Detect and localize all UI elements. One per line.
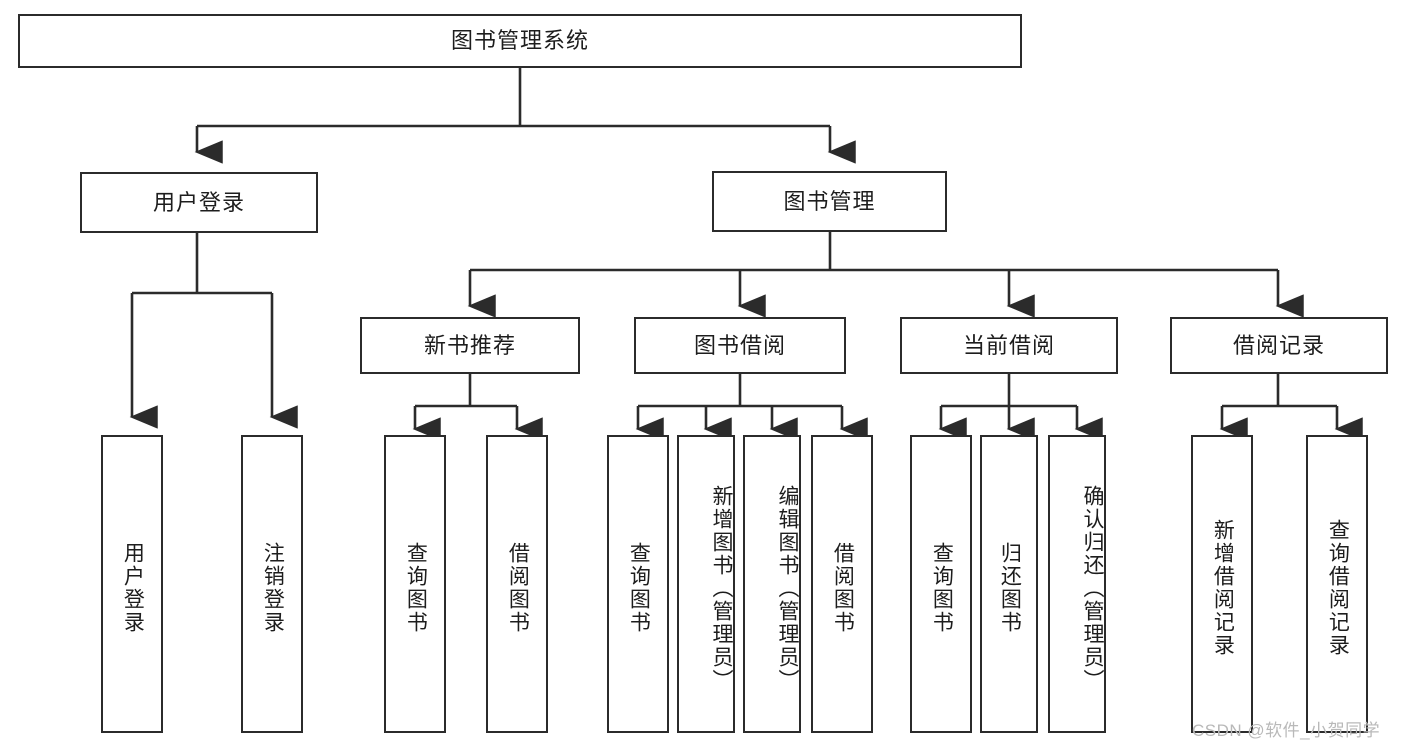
node-label: 编辑图书（管理员）	[776, 484, 799, 692]
node-new-book-recommend[interactable]: 新书推荐	[360, 317, 580, 374]
node-label: 用户登录	[121, 542, 145, 634]
leaf-current-borrow-confirm-return[interactable]: 确认归还（管理员）	[1048, 435, 1106, 733]
leaf-current-borrow-query-book[interactable]: 查询图书	[910, 435, 972, 733]
node-label: 查询图书	[404, 542, 428, 634]
node-label: 图书管理系统	[450, 28, 589, 54]
node-label: 查询图书	[627, 542, 651, 634]
node-label: 借阅图书	[506, 542, 530, 634]
node-book-borrow[interactable]: 图书借阅	[634, 317, 846, 374]
node-book-management[interactable]: 图书管理	[712, 171, 947, 232]
node-root-library-system[interactable]: 图书管理系统	[18, 14, 1022, 68]
node-label: 新书推荐	[423, 332, 516, 358]
node-label: 图书管理	[783, 188, 876, 214]
node-label: 图书借阅	[693, 332, 786, 358]
node-label: 确认归还（管理员）	[1081, 484, 1104, 692]
leaf-new-book-borrow-book[interactable]: 借阅图书	[486, 435, 548, 733]
node-current-borrow[interactable]: 当前借阅	[900, 317, 1118, 374]
node-label: 新增借阅记录	[1211, 519, 1235, 657]
node-label: 用户登录	[152, 189, 245, 215]
node-label: 借阅图书	[831, 542, 855, 634]
node-user-login[interactable]: 用户登录	[80, 172, 318, 233]
leaf-current-borrow-return-book[interactable]: 归还图书	[980, 435, 1038, 733]
node-label: 注销登录	[261, 542, 285, 634]
leaf-book-borrow-edit-book[interactable]: 编辑图书（管理员）	[743, 435, 801, 733]
leaf-user-login-logout[interactable]: 注销登录	[241, 435, 303, 733]
csdn-watermark: CSDN @软件_小贺同学	[1192, 721, 1381, 740]
leaf-user-login-login[interactable]: 用户登录	[101, 435, 163, 733]
leaf-book-borrow-add-book[interactable]: 新增图书（管理员）	[677, 435, 735, 733]
node-label: 新增图书（管理员）	[710, 484, 733, 692]
leaf-new-book-query-book[interactable]: 查询图书	[384, 435, 446, 733]
node-borrow-record[interactable]: 借阅记录	[1170, 317, 1388, 374]
node-label: 当前借阅	[962, 332, 1055, 358]
node-label: 查询图书	[930, 542, 954, 634]
leaf-borrow-record-query-record[interactable]: 查询借阅记录	[1306, 435, 1368, 733]
node-label: 借阅记录	[1232, 332, 1325, 358]
leaf-book-borrow-borrow-book[interactable]: 借阅图书	[811, 435, 873, 733]
node-label: 归还图书	[998, 542, 1022, 634]
leaf-borrow-record-add-record[interactable]: 新增借阅记录	[1191, 435, 1253, 733]
node-label: 查询借阅记录	[1326, 519, 1350, 657]
leaf-book-borrow-query-book[interactable]: 查询图书	[607, 435, 669, 733]
